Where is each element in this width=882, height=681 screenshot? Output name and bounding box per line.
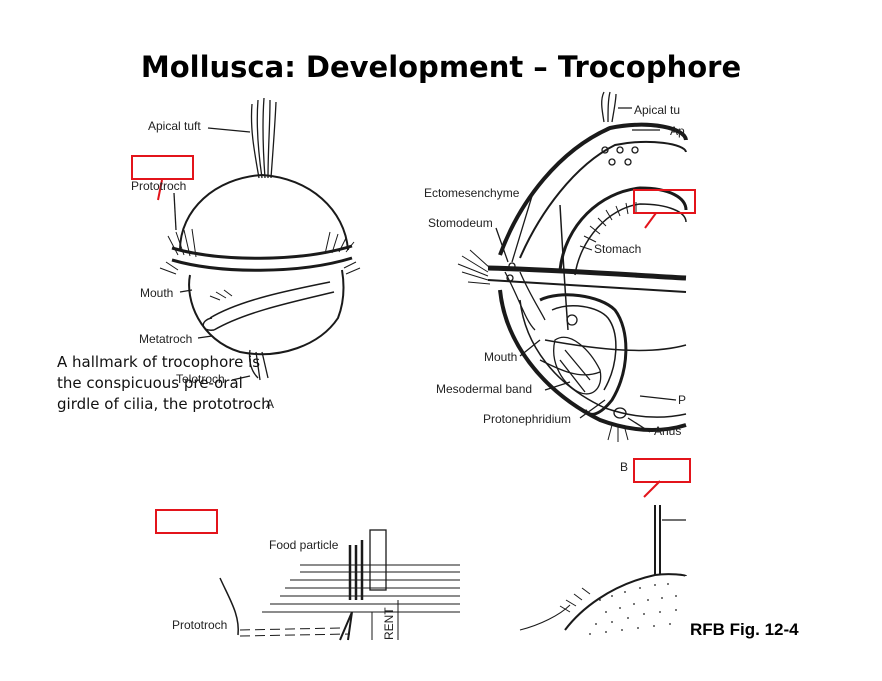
label-prototroch-c: Prototroch	[172, 618, 228, 632]
figure-b-letter: B	[620, 460, 629, 474]
stipple-texture	[589, 583, 677, 635]
highlight-box-prototroch	[131, 155, 194, 180]
caption-text: A hallmark of trocophore is the conspicu…	[57, 353, 271, 413]
label-mouth-b: Mouth	[484, 350, 518, 364]
label-mouth-a: Mouth	[140, 286, 174, 300]
label-apical-organ-b: Ap	[670, 124, 685, 138]
label-protonephridium: Protonephridium	[483, 412, 572, 426]
label-food-particle: Food particle	[269, 538, 339, 552]
label-metatroch-a: Metatroch	[139, 332, 193, 346]
highlight-box-figure-c	[155, 509, 218, 534]
figure-a-letter: A	[266, 397, 275, 411]
label-ectomesenchyme: Ectomesenchyme	[424, 186, 520, 200]
slide-title: Mollusca: Development – Trocophore	[140, 50, 742, 84]
figure-c-drawing	[219, 505, 687, 641]
highlight-leaders	[157, 179, 661, 498]
highlight-box-stomach	[633, 189, 696, 214]
highlight-box-figure-b	[633, 458, 691, 483]
figure-a-drawing	[159, 97, 361, 381]
label-apical-tuft-a: Apical tuft	[148, 119, 201, 133]
figure-b-drawing	[457, 91, 688, 442]
label-prototroch-a: Prototroch	[131, 179, 187, 193]
figure-reference: RFB Fig. 12-4	[690, 620, 799, 639]
label-mesodermal-band: Mesodermal band	[436, 382, 533, 396]
label-current: RENT	[382, 607, 396, 640]
label-anus: Anus	[654, 424, 682, 438]
label-telotroch-a: Telotroch	[176, 372, 225, 386]
label-p-b: P	[678, 393, 687, 407]
label-apical-tuft-b: Apical tu	[634, 103, 681, 117]
label-stomodeum: Stomodeum	[428, 216, 493, 230]
label-stomach: Stomach	[594, 242, 642, 256]
